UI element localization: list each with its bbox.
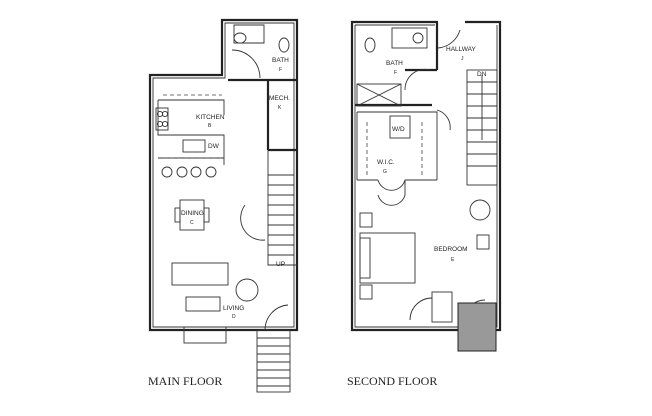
room-label-mech: MECH.	[269, 95, 290, 102]
washer-dryer-label: W/D	[392, 126, 405, 133]
room-tag-mech: K	[278, 105, 282, 111]
main-floor-title: MAIN FLOOR	[148, 374, 222, 388]
second-floor-title: SECOND FLOOR	[347, 374, 437, 388]
room-label-wic: W.I.C.	[377, 159, 395, 166]
room-label-bath: BATH	[272, 57, 289, 64]
room-tag-dining: C	[190, 220, 194, 226]
room-tag-hallway: J	[461, 56, 464, 62]
room-tag-bedroom: E	[451, 257, 455, 263]
stair-up-label: UP	[276, 261, 285, 268]
main-floor-plan: BATH F MECH. K KITCHEN B DW DINING C UP …	[148, 18, 299, 393]
second-floor-plan: BATH F HALLWAY J DN W/D W.I.C. G BEDROOM…	[347, 20, 502, 388]
room-tag-bath-2: F	[394, 70, 397, 76]
stair-down-label: DN	[477, 71, 487, 78]
room-tag-living: D	[232, 314, 236, 320]
room-label-hallway: HALLWAY	[446, 46, 477, 53]
room-label-living: LIVING	[223, 305, 244, 312]
dishwasher-label: DW	[208, 143, 220, 150]
room-tag-kitchen: B	[208, 123, 212, 129]
room-tag-bath: F	[279, 67, 282, 73]
room-label-dining: DINING	[181, 210, 204, 217]
room-label-bath-2: BATH	[386, 60, 403, 67]
room-label-bedroom: BEDROOM	[434, 246, 468, 253]
main-stair-treads	[268, 174, 294, 256]
room-tag-wic: G	[383, 169, 387, 175]
room-label-kitchen: KITCHEN	[196, 114, 225, 121]
